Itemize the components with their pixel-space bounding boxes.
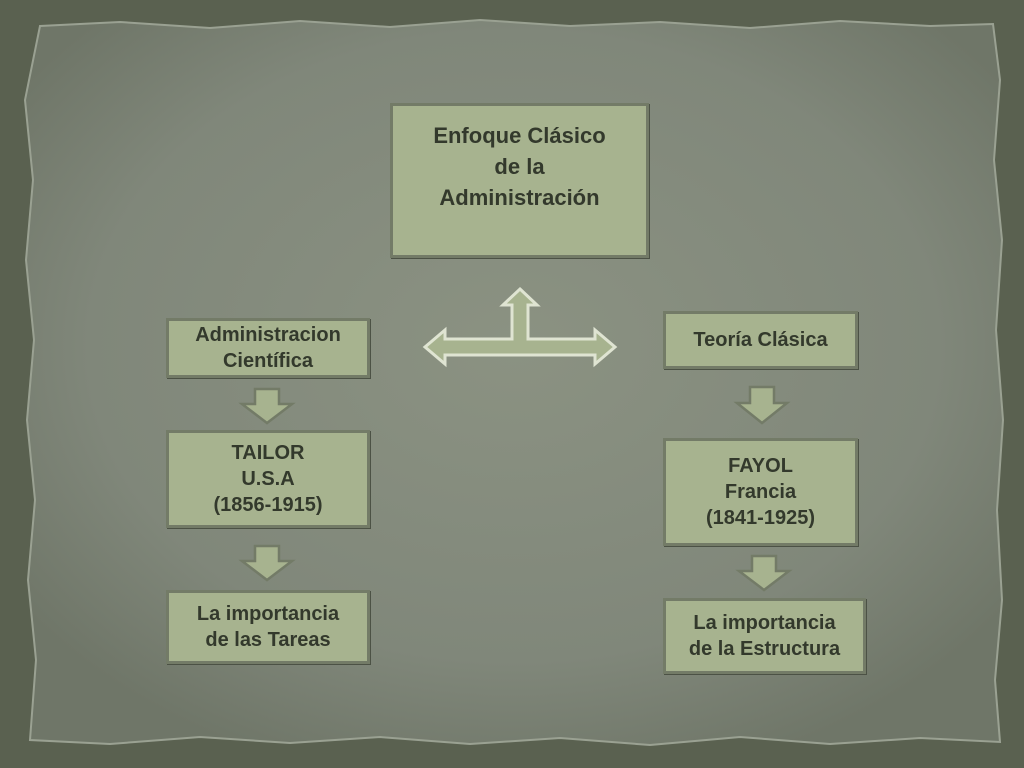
left-author-country: U.S.A	[241, 468, 295, 490]
right-author-box: FAYOL Francia (1841-1925)	[663, 438, 858, 546]
right-header-line-1: Teoría Clásica	[693, 329, 828, 351]
left-header-line-2: Científica	[222, 350, 314, 372]
title-line-2: de la	[494, 154, 545, 180]
left-focus-line-1: La importancia	[196, 603, 340, 625]
right-focus-box: La importancia de la Estructura	[663, 598, 866, 674]
title-line-3: Administración	[439, 185, 600, 211]
right-header-box: Teoría Clásica	[663, 311, 858, 369]
right-author-years: (1841-1925)	[706, 507, 815, 529]
left-author-box: TAILOR U.S.A (1856-1915)	[166, 430, 370, 528]
right-author-country: Francia	[724, 481, 797, 503]
left-header-box: Administracion Científica	[166, 318, 370, 378]
down-arrow-icon	[735, 554, 793, 592]
down-arrow-icon	[238, 544, 296, 582]
right-author-name: FAYOL	[728, 455, 793, 477]
right-focus-line-1: La importancia	[693, 612, 836, 634]
left-focus-box: La importancia de las Tareas	[166, 590, 370, 664]
left-author-years: (1856-1915)	[213, 494, 323, 516]
left-header-line-1: Administracion	[195, 324, 341, 346]
left-focus-line-2: de las Tareas	[205, 629, 331, 651]
three-way-arrow-icon	[422, 286, 618, 368]
down-arrow-icon	[733, 385, 791, 425]
right-focus-line-2: de la Estructura	[688, 638, 841, 660]
left-author-name: TAILOR	[231, 442, 305, 464]
down-arrow-icon	[238, 387, 296, 425]
title-box: Enfoque Clásico de la Administración	[390, 103, 649, 258]
title-line-1: Enfoque Clásico	[433, 123, 606, 148]
